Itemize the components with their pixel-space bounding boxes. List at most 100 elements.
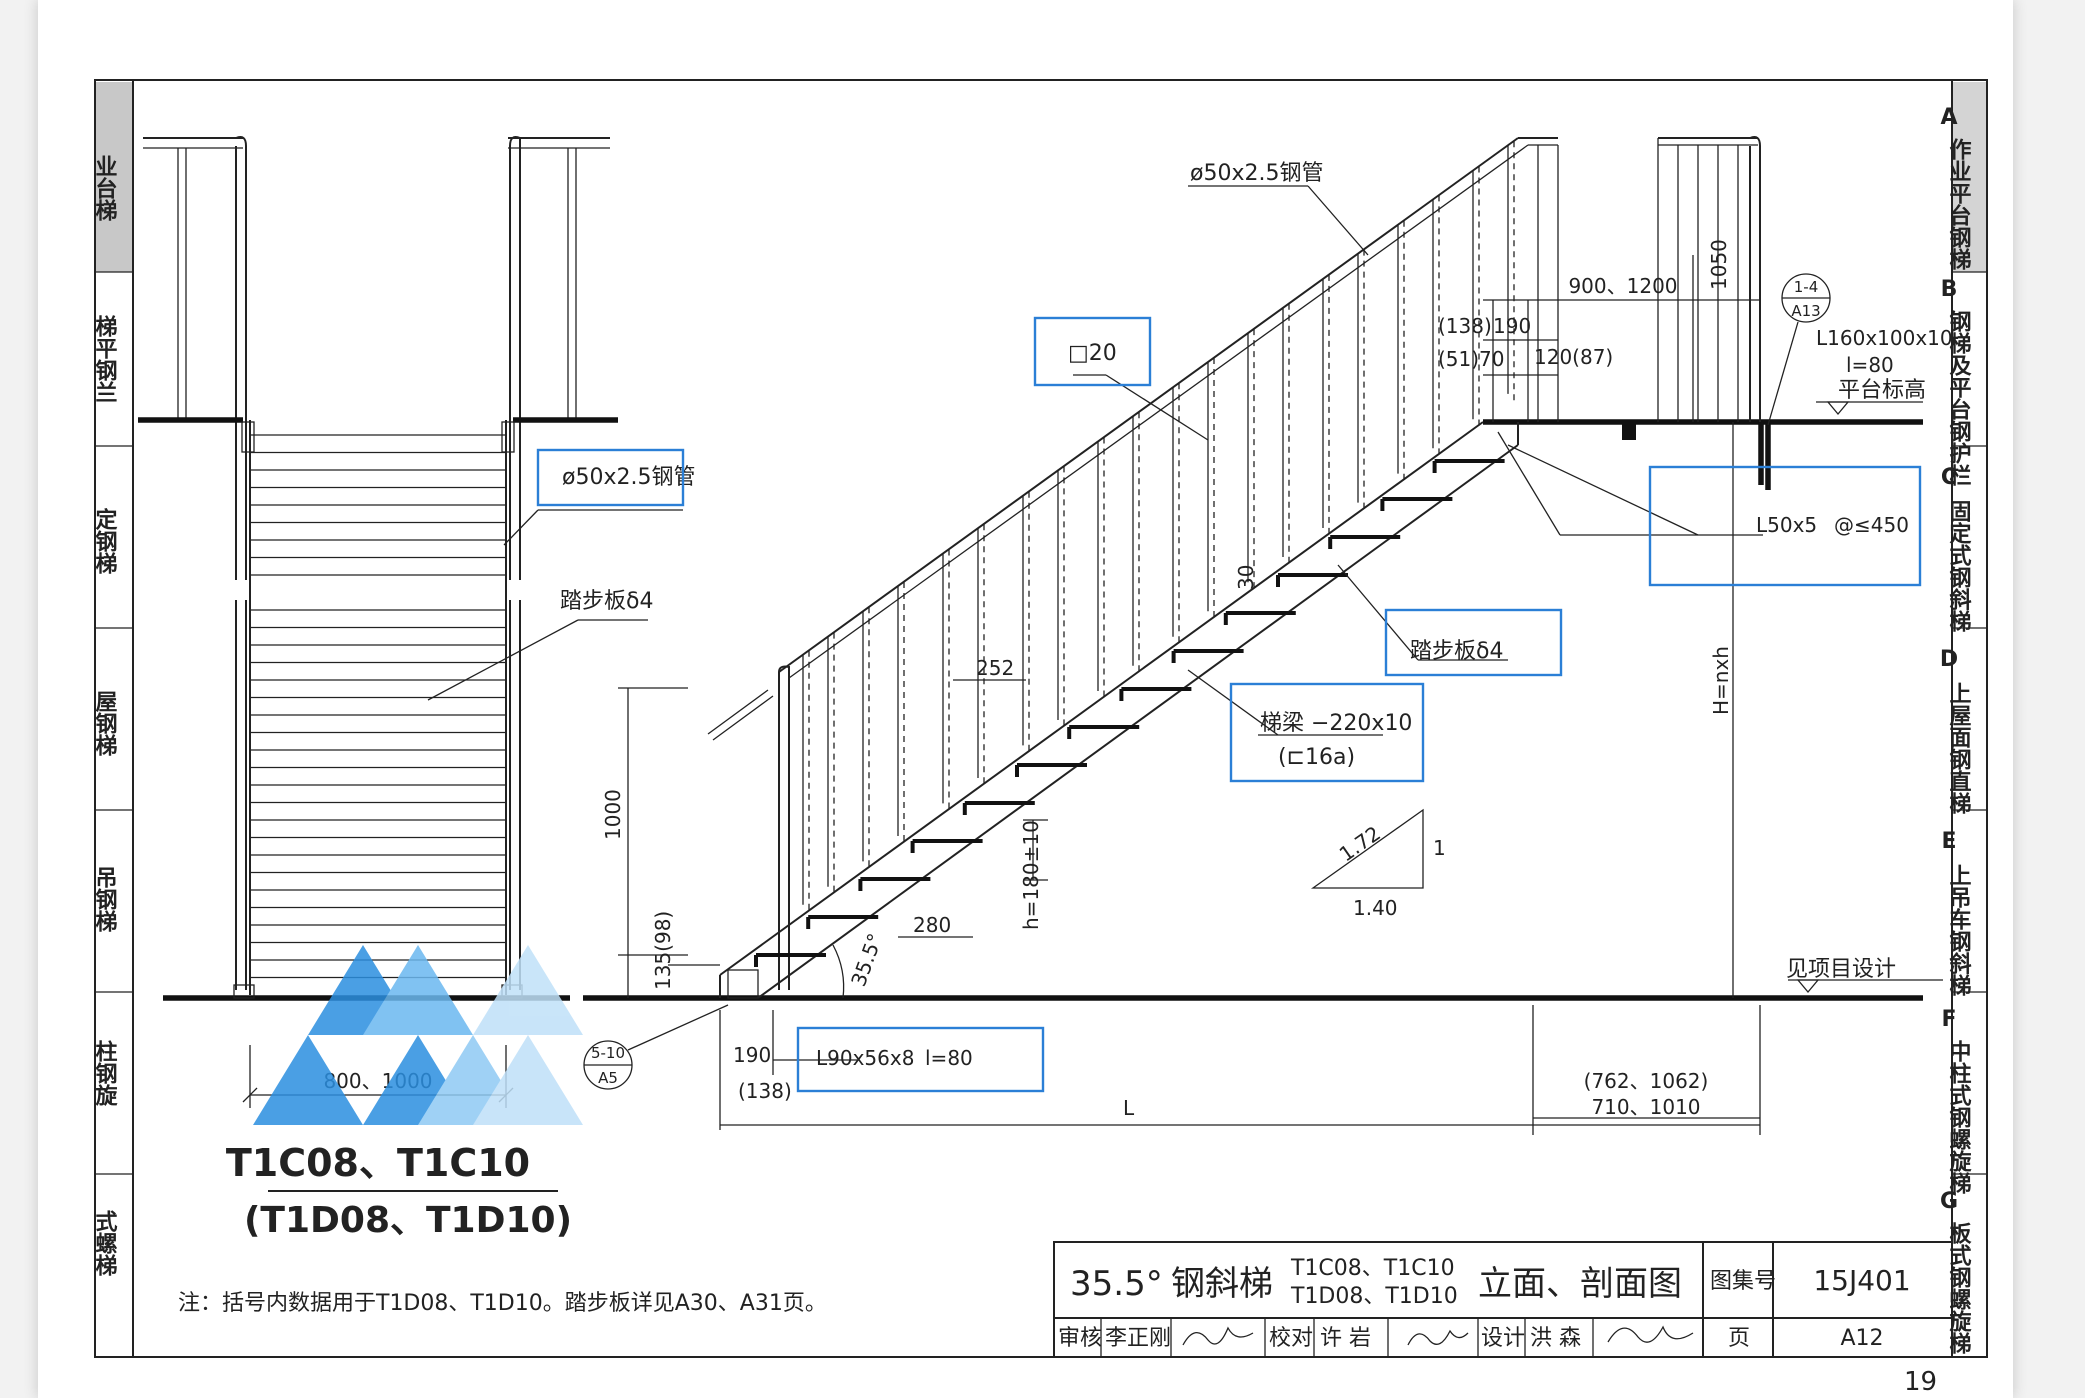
drawing-sheet: 业台梯 梯平钢兰 定钢梯 屋钢梯 吊钢梯 柱钢旋 式螺梯 A 作业平台钢梯 B … (38, 0, 2013, 1398)
left-tab-4[interactable]: 吊钢梯 (92, 866, 118, 932)
reviewer-signature (1182, 1326, 1254, 1346)
title-sub: 立面、剖面图 (1478, 1264, 1682, 1304)
dim-height: H=nxh (1709, 646, 1733, 715)
dim-top-left-c: (51)70 (1438, 347, 1505, 371)
atlas-label: 图集号 (1710, 1269, 1776, 1294)
dim-riser: h=180±10 (1019, 820, 1043, 930)
dim-1000: 1000 (601, 789, 625, 840)
dim-rail-height: 1050 (1707, 239, 1731, 290)
page-number: 19 (1904, 1367, 1937, 1397)
right-tab-a[interactable]: 作业平台钢梯 (1946, 138, 1972, 270)
left-tab-1[interactable]: 梯平钢兰 (92, 314, 118, 403)
right-tab-g[interactable]: 板式钢螺旋梯 (1946, 1222, 1972, 1354)
side-treads (754, 459, 1505, 967)
right-tab-letter-f: F (1941, 1007, 1956, 1032)
dim-L: L (1123, 1096, 1135, 1120)
dim-280: 280 (913, 913, 951, 937)
angle-bottom-len: l=80 (925, 1046, 973, 1070)
angle-bottom: L90x56x8 (816, 1046, 914, 1070)
dim-135: 135(98) (651, 911, 675, 990)
detail-top: 1-4 (1794, 278, 1819, 296)
left-tab-2[interactable]: 定钢梯 (92, 507, 118, 574)
side-tread-label: 踏步板δ4 (1410, 639, 1503, 664)
front-model-main: T1C08、T1C10 (226, 1141, 530, 1185)
checker-name: 许 岩 (1320, 1326, 1371, 1351)
front-pipe-highlight (536, 448, 685, 507)
brace-spacing: @≤450 (1834, 513, 1909, 537)
right-tab-letter-d: D (1940, 647, 1958, 672)
reviewer-name: 李正刚 (1105, 1326, 1171, 1351)
front-view: ø50x2.5钢管 踏步板δ4 800、1000 T1C08、T1C10 (T1… (138, 136, 695, 1241)
checker-signature (1407, 1329, 1469, 1346)
right-tab-letter-b: B (1941, 277, 1958, 302)
left-tab-5[interactable]: 柱钢旋 (92, 1040, 118, 1107)
brace-highlight (1648, 465, 1922, 587)
left-tab-6[interactable]: 式螺梯 (92, 1210, 118, 1276)
detail2-bottom: A5 (598, 1069, 618, 1087)
right-tab-letter-g: G (1940, 1189, 1958, 1214)
drawing-canvas: 业台梯 梯平钢兰 定钢梯 屋钢梯 吊钢梯 柱钢旋 式螺梯 A 作业平台钢梯 B … (92, 79, 1988, 1397)
left-tab-3[interactable]: 屋钢梯 (92, 690, 118, 756)
page-code: A12 (1840, 1326, 1883, 1351)
slope-hyp: 1.72 (1335, 821, 1385, 866)
stringer-alt: (⊏16a) (1278, 745, 1355, 770)
angle-bottom-highlight (796, 1026, 1045, 1093)
watermark-logo (253, 945, 583, 1125)
right-sidebar: A 作业平台钢梯 B 钢梯及平台钢护栏 C 固定式钢斜梯 D 上屋面钢直梯 E … (1940, 82, 1987, 1354)
platform-level: 平台标高 (1838, 378, 1926, 403)
title-block: 35.5° 钢斜梯 T1C08、T1C10 T1D08、T1D10 立面、剖面图… (1053, 1241, 1953, 1358)
dim-top-left-b: 190 (1493, 314, 1531, 338)
see-design: 见项目设计 (1786, 957, 1896, 982)
slope-h: 1.40 (1353, 896, 1398, 920)
dim-right-a: (762、1062) (1584, 1069, 1709, 1093)
dim-platform: 900、1200 (1568, 274, 1677, 298)
angle-top-len: l=80 (1846, 353, 1894, 377)
page-label: 页 (1728, 1326, 1750, 1351)
slope-v: 1 (1433, 836, 1446, 860)
right-tab-letter-a: A (1940, 105, 1957, 130)
stringer-highlight (1229, 682, 1425, 783)
right-tab-letter-e: E (1941, 829, 1956, 854)
review-label: 审核 (1058, 1326, 1102, 1351)
right-tab-c[interactable]: 固定式钢斜梯 (1946, 500, 1973, 632)
stringer-label: 梯梁 −220x10 (1260, 711, 1412, 736)
front-model-alt: (T1D08、T1D10) (244, 1200, 572, 1241)
side-view: H=nxh 1050 900、1200 (138) 190 (51)70 120… (583, 136, 1953, 1135)
right-tab-b[interactable]: 钢梯及平台钢护栏 (1946, 309, 1972, 487)
post-highlight (1033, 316, 1152, 387)
right-tab-e[interactable]: 上吊车钢斜梯 (1946, 864, 1973, 996)
dim-30: 30 (1234, 565, 1258, 590)
dim-138: (138) (738, 1079, 792, 1103)
post-label: □20 (1068, 341, 1117, 366)
dim-190: 190 (733, 1043, 771, 1067)
dim-right-b: 710、1010 (1591, 1095, 1700, 1119)
dim-top-right: 120(87) (1534, 345, 1613, 369)
left-tab-0[interactable]: 业台梯 (92, 155, 118, 221)
designer-name: 洪 森 (1530, 1326, 1581, 1351)
title-angle: 35.5° (1070, 1264, 1163, 1304)
detail2-top: 5-10 (591, 1044, 625, 1062)
dim-angle: 35.5° (846, 930, 887, 989)
brace-label: L50x5 (1756, 513, 1817, 537)
note-text: 注：括号内数据用于T1D08、T1D10。踏步板详见A30、A31页。 (178, 1291, 827, 1316)
right-tab-d[interactable]: 上屋面钢直梯 (1946, 682, 1972, 814)
design-label: 设计 (1481, 1326, 1525, 1351)
front-treads (250, 434, 506, 979)
right-tab-f[interactable]: 中柱式钢螺旋梯 (1946, 1040, 1972, 1194)
title-main: 钢斜梯 (1171, 1264, 1273, 1304)
front-tread-label: 踏步板δ4 (560, 589, 653, 614)
title-models-2: T1D08、T1D10 (1290, 1284, 1458, 1309)
detail-top-page: A13 (1791, 302, 1820, 320)
drawing-frame (94, 79, 1988, 1358)
front-pipe-label: ø50x2.5钢管 (562, 465, 695, 490)
left-sidebar: 业台梯 梯平钢兰 定钢梯 屋钢梯 吊钢梯 柱钢旋 式螺梯 (92, 82, 132, 1276)
angle-top: L160x100x10 (1816, 326, 1953, 350)
atlas-number: 15J401 (1813, 1264, 1910, 1297)
title-models-1: T1C08、T1C10 (1290, 1256, 1455, 1281)
dim-252: 252 (976, 656, 1014, 680)
designer-signature (1607, 1325, 1694, 1343)
dim-top-left-a: (138) (1438, 314, 1492, 338)
side-balusters (802, 141, 1515, 913)
right-tab-letter-c: C (1941, 465, 1957, 490)
tread-highlight (1384, 608, 1563, 677)
